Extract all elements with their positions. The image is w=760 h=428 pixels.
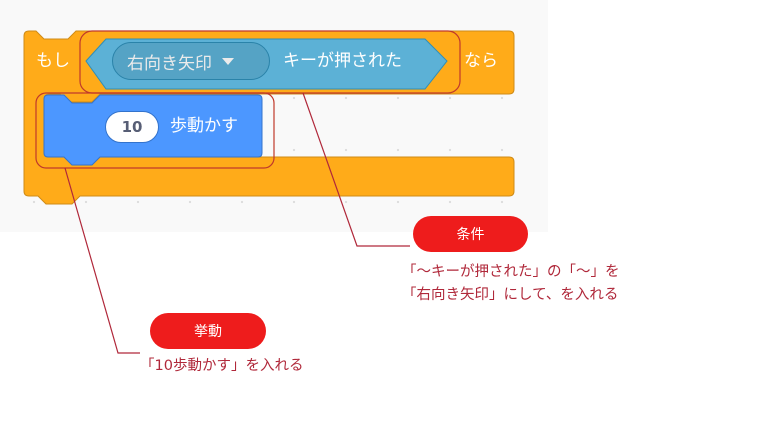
key-dropdown-value: 右向き矢印 <box>127 53 212 74</box>
steps-input[interactable]: 10 <box>105 111 159 143</box>
key-pressed-label: キーが押された <box>283 51 402 71</box>
action-highlight <box>35 92 275 169</box>
condition-caption-line2: 「右向き矢印」にして、を入れる <box>402 287 619 303</box>
key-dropdown[interactable]: 右向き矢印 <box>112 42 270 80</box>
if-suffix-label: なら <box>464 51 498 71</box>
move-steps-label: 歩動かす <box>170 116 238 136</box>
blocks-canvas <box>23 30 515 205</box>
action-badge: 挙動 <box>150 313 266 349</box>
condition-badge: 条件 <box>413 216 528 252</box>
condition-highlight <box>79 30 461 94</box>
condition-caption-line1: 「～キーが押された」の「～」を <box>402 264 620 280</box>
dropdown-caret-icon <box>222 57 234 65</box>
action-caption: 「10歩動かす」を入れる <box>140 358 304 374</box>
if-prefix-label: もし <box>36 51 70 71</box>
